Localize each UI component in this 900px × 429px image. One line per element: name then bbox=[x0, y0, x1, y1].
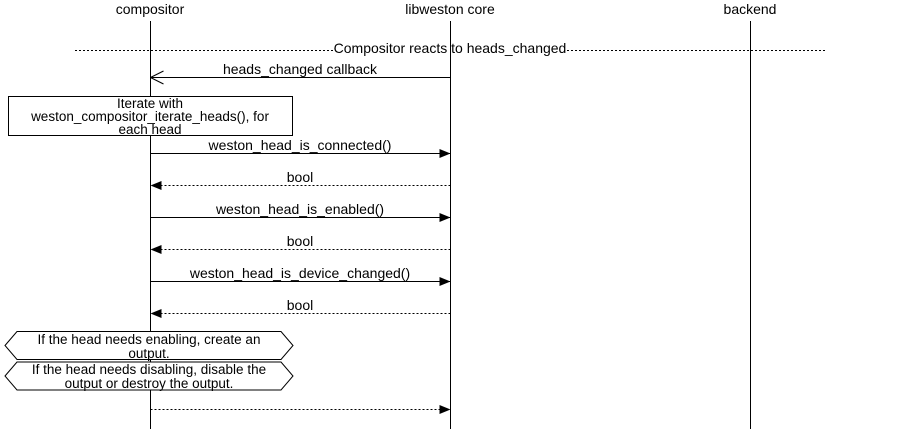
condition-box-enabling bbox=[4, 331, 294, 360]
message-label-is-connected: weston_head_is_connected() bbox=[208, 137, 392, 153]
note-line-1: Iterate with bbox=[116, 96, 184, 111]
filled-arrowhead-icon bbox=[439, 405, 451, 414]
note-box bbox=[8, 96, 293, 136]
condition-disabling-line-2: output or destroy the output. bbox=[64, 376, 234, 391]
message-label-is-device-changed: weston_head_is_device_changed() bbox=[189, 265, 411, 281]
filled-arrowhead-icon bbox=[439, 277, 451, 286]
message-label-bool-1: bool bbox=[286, 169, 314, 185]
filled-arrowhead-icon bbox=[439, 149, 451, 158]
filled-arrowhead-icon bbox=[150, 309, 162, 318]
actor-label-backend: backend bbox=[723, 1, 777, 17]
message-label-is-enabled: weston_head_is_enabled() bbox=[215, 201, 385, 217]
note-line-3: each head bbox=[118, 122, 182, 137]
open-arrowhead-icon bbox=[150, 70, 164, 85]
actor-label-compositor: compositor bbox=[115, 1, 185, 17]
divider-label: Compositor reacts to heads_changed bbox=[333, 40, 567, 56]
filled-arrowhead-icon bbox=[150, 245, 162, 254]
filled-arrowhead-icon bbox=[439, 213, 451, 222]
condition-disabling-line-1: If the head needs disabling, disable the bbox=[31, 362, 267, 377]
message-label-bool-2: bool bbox=[286, 233, 314, 249]
actor-label-libweston-core: libweston core bbox=[405, 1, 495, 17]
condition-enabling-line-1: If the head needs enabling, create an bbox=[37, 332, 261, 347]
note-text: Iterate with weston_compositor_iterate_h… bbox=[8, 96, 292, 137]
condition-text-enabling: If the head needs enabling, create an ou… bbox=[5, 333, 293, 361]
message-label-bool-3: bool bbox=[286, 297, 314, 313]
message-label-heads-changed-callback: heads_changed callback bbox=[222, 61, 378, 77]
condition-text-disabling: If the head needs disabling, disable the… bbox=[5, 363, 293, 391]
condition-box-disabling bbox=[4, 361, 294, 391]
condition-enabling-line-2: output. bbox=[128, 346, 170, 361]
filled-arrowhead-icon bbox=[150, 181, 162, 190]
note-line-2: weston_compositor_iterate_heads(), for bbox=[31, 109, 269, 124]
